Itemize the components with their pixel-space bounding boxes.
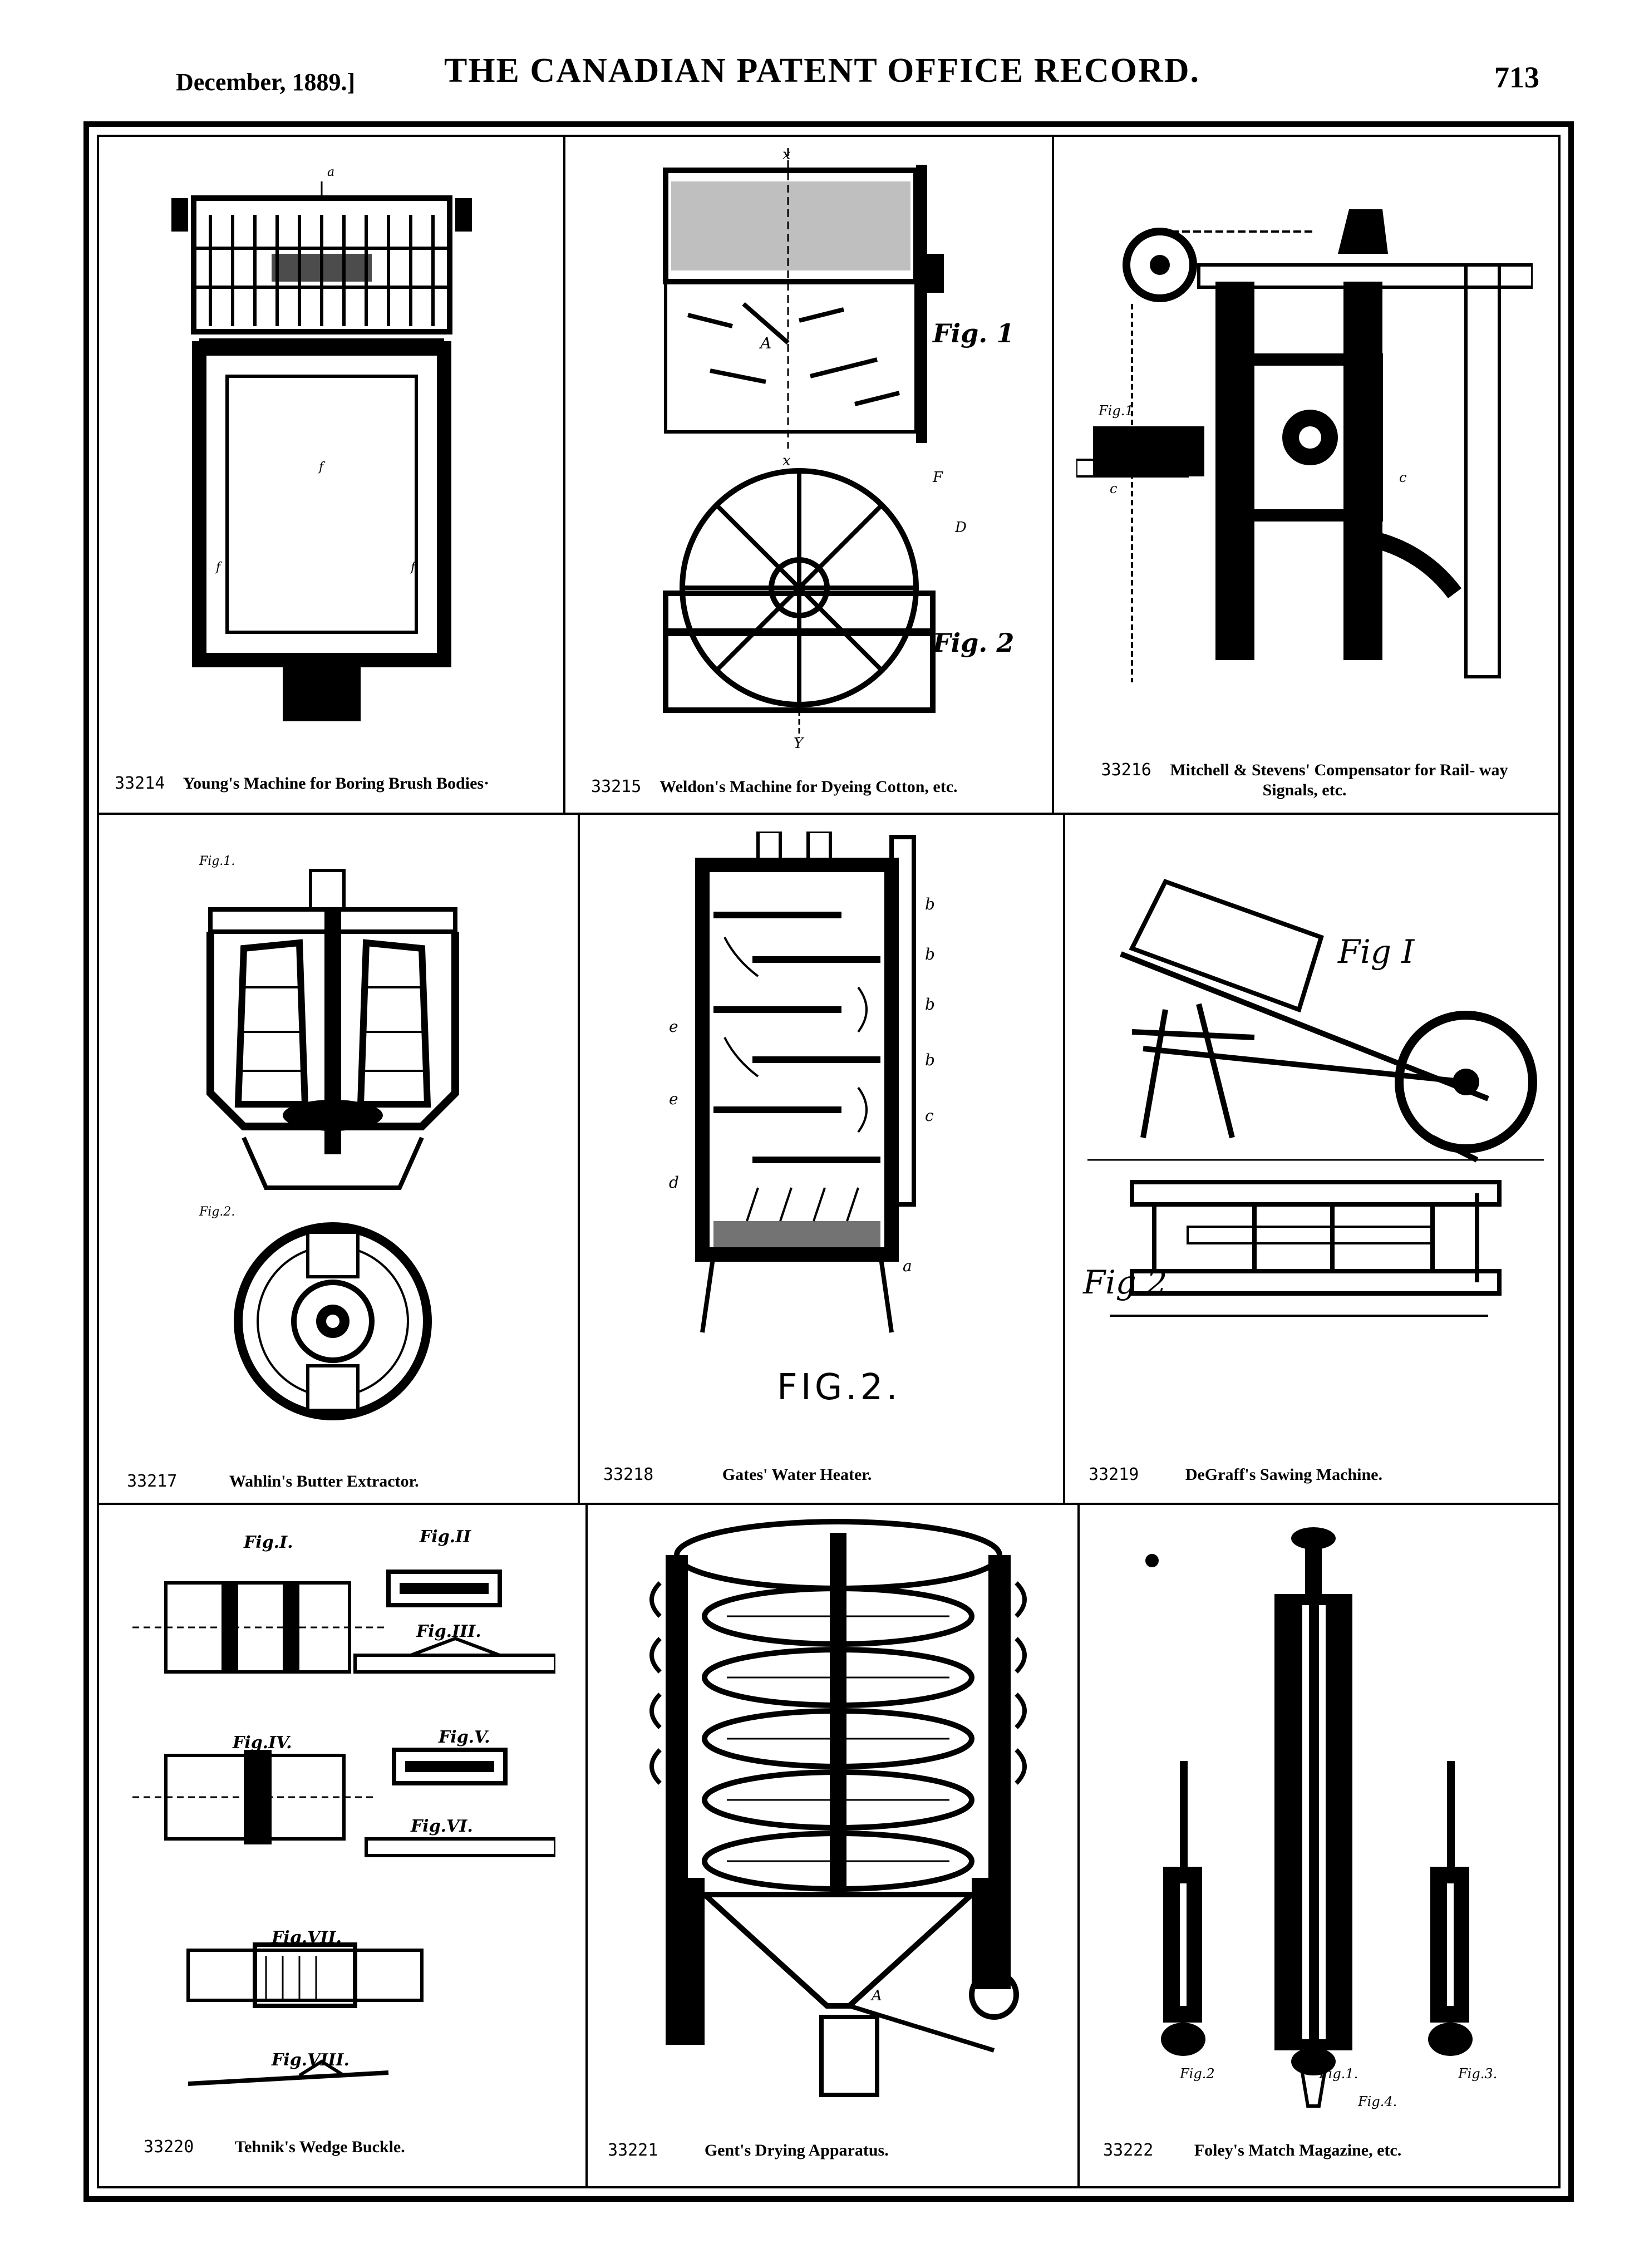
patent-caption-33219: 33219 DeGraff's Sawing Machine.: [1089, 1465, 1382, 1485]
patent-title: DeGraff's Sawing Machine.: [1185, 1465, 1382, 1484]
svg-text:e: e: [669, 1017, 678, 1036]
svg-text:D: D: [954, 519, 967, 536]
page-frame-inner: [97, 135, 1561, 2188]
water-heater-drawing: b b b b c e e d a: [669, 832, 935, 1333]
svg-text:b: b: [925, 1051, 935, 1069]
patent-cell-33216: Fig.1 c c 33216 Mitchell & Stevens' Comp…: [1054, 137, 1558, 813]
patent-title: Mitchell & Stevens' Compensator for Rail…: [1170, 761, 1508, 799]
patent-number: 33221: [608, 2141, 658, 2160]
svg-text:a: a: [903, 1257, 912, 1275]
patent-number: 33215: [591, 777, 642, 796]
patent-caption-33217: 33217 Wahlin's Butter Extractor.: [127, 1472, 419, 1492]
svg-text:Fig.4.: Fig.4.: [1357, 2094, 1397, 2109]
svg-text:c: c: [925, 1106, 934, 1125]
figure-label: Fig 2: [1083, 1263, 1168, 1301]
svg-text:A: A: [870, 1987, 882, 2004]
patent-cell-33220: Fig.I. Fig.II Fig.III. Fig.IV. Fig.V. Fi…: [99, 1505, 585, 2187]
figure-label: Fig.I.: [244, 1533, 293, 1552]
patent-number: 33220: [144, 2137, 194, 2157]
svg-text:c: c: [1110, 481, 1117, 496]
patent-title: Gates' Water Heater.: [722, 1465, 872, 1484]
svg-text:Fig.1.: Fig.1.: [1318, 2066, 1358, 2082]
patent-caption-33215: 33215 Weldon's Machine for Dyeing Cotton…: [591, 777, 958, 797]
patent-number: 33217: [127, 1472, 178, 1491]
patent-cell-33217: Fig.1. Fig.2. 33217 Wahlin's Butter Extr…: [99, 815, 578, 1503]
patent-caption-33221: 33221 Gent's Drying Apparatus.: [608, 2141, 889, 2161]
grid-divider-vertical-6: [1077, 1503, 1080, 2188]
grid-divider-horizontal-2: [97, 1503, 1561, 1505]
patent-caption-33216: 33216 Mitchell & Stevens' Compensator fo…: [1076, 760, 1533, 800]
page-frame-outer: [83, 121, 1574, 2202]
svg-text:x: x: [782, 452, 791, 469]
patent-title: Wahlin's Butter Extractor.: [229, 1472, 419, 1490]
sawing-machine-drawing: [1087, 879, 1544, 1317]
match-magazine-drawing: Fig.1. Fig.2 Fig.3. Fig.4.: [1145, 1527, 1497, 2109]
svg-text:A: A: [759, 334, 771, 352]
svg-text:b: b: [925, 995, 935, 1014]
patent-caption-33218: 33218 Gates' Water Heater.: [603, 1465, 872, 1485]
drying-apparatus-drawing: A: [649, 1519, 1027, 2097]
svg-text:Fig.1: Fig.1: [1098, 403, 1134, 419]
svg-text:a: a: [327, 165, 334, 179]
figure-label: Fig.VIII.: [272, 2050, 350, 2070]
header-date: December, 1889.]: [176, 68, 356, 96]
svg-text:Fig.1.: Fig.1.: [199, 854, 235, 868]
patent-cell-33221: A 33221 Gent's Drying Apparatus.: [588, 1505, 1077, 2187]
svg-text:b: b: [925, 895, 935, 913]
svg-text:F: F: [932, 469, 943, 486]
patent-caption-33220: 33220 Tehnik's Wedge Buckle.: [144, 2137, 405, 2157]
page-title: THE CANADIAN PATENT OFFICE RECORD.: [444, 52, 1200, 90]
figure-label: FIG.2.: [777, 1367, 901, 1408]
patent-title: Foley's Match Magazine, etc.: [1194, 2141, 1402, 2159]
grid-divider-vertical-3: [578, 813, 580, 1503]
grid-divider-vertical-4: [1063, 813, 1065, 1503]
patent-number: 33218: [603, 1465, 654, 1484]
figure-label: Fig. 2: [933, 628, 1015, 658]
figure-label: Fig.VII.: [272, 1928, 342, 1947]
svg-text:Fig.3.: Fig.3.: [1458, 2066, 1497, 2082]
page-number: 713: [1494, 61, 1539, 94]
grid-divider-vertical-1: [563, 135, 565, 814]
compensator-drawing: Fig.1 c c: [1076, 209, 1533, 682]
svg-text:f: f: [215, 560, 223, 574]
patent-number: 33214: [115, 774, 165, 793]
patent-number: 33222: [1103, 2141, 1154, 2160]
patent-cell-33222: Fig.1. Fig.2 Fig.3. Fig.4. 33222 Foley's…: [1080, 1505, 1558, 2187]
figure-label: Fig.IV.: [233, 1733, 292, 1753]
svg-text:x: x: [782, 148, 791, 163]
patent-caption-33214: 33214 Young's Machine for Boring Brush B…: [115, 774, 489, 794]
figure-label: Fig.II: [420, 1527, 471, 1547]
patent-title: Tehnik's Wedge Buckle.: [234, 2138, 405, 2156]
butter-extractor-drawing: Fig.1. Fig.2.: [199, 854, 459, 1420]
dyeing-machine-drawing: x x A Y F D: [663, 148, 967, 749]
svg-text:d: d: [669, 1173, 679, 1192]
patent-number: 33219: [1089, 1465, 1139, 1484]
svg-text:e: e: [669, 1090, 678, 1108]
patent-cell-33214: a f f f 33214 Young's Machine for Boring…: [99, 137, 563, 813]
svg-text:b: b: [925, 945, 935, 963]
patent-cell-33219: Fig I Fig 2 33219 DeGraff's Sawing Machi…: [1065, 815, 1558, 1503]
grid-divider-vertical-2: [1052, 135, 1054, 814]
svg-text:Fig.2: Fig.2: [1179, 2066, 1215, 2082]
wedge-buckle-drawing: [132, 1570, 555, 2086]
patent-cell-33218: b b b b c e e d a FIG.2. 33218 Gates' Wa…: [580, 815, 1063, 1503]
svg-text:c: c: [1399, 470, 1406, 485]
figure-label: Fig.III.: [416, 1622, 481, 1641]
patent-title: Gent's Drying Apparatus.: [704, 2141, 889, 2159]
svg-text:Fig.2.: Fig.2.: [199, 1205, 235, 1219]
patent-title: Weldon's Machine for Dyeing Cotton, etc.: [659, 778, 958, 796]
boring-machine-drawing: a f f f: [171, 165, 472, 721]
grid-divider-horizontal-1: [97, 813, 1561, 815]
patent-title: Young's Machine for Boring Brush Bodies·: [183, 774, 490, 793]
grid-divider-vertical-5: [585, 1503, 588, 2188]
svg-text:f: f: [318, 460, 326, 474]
patent-number: 33216: [1101, 760, 1151, 780]
patent-cell-33215: x x A Y F D Fig. 1 Fig. 2 33215 Weldon's…: [565, 137, 1052, 813]
figure-label: Fig. 1: [933, 318, 1015, 348]
figure-label: Fig.V.: [439, 1728, 490, 1747]
svg-text:Y: Y: [794, 735, 805, 749]
patent-caption-33222: 33222 Foley's Match Magazine, etc.: [1103, 2141, 1401, 2161]
figure-label: Fig.VI.: [411, 1817, 473, 1836]
figure-label: Fig I: [1338, 933, 1415, 971]
